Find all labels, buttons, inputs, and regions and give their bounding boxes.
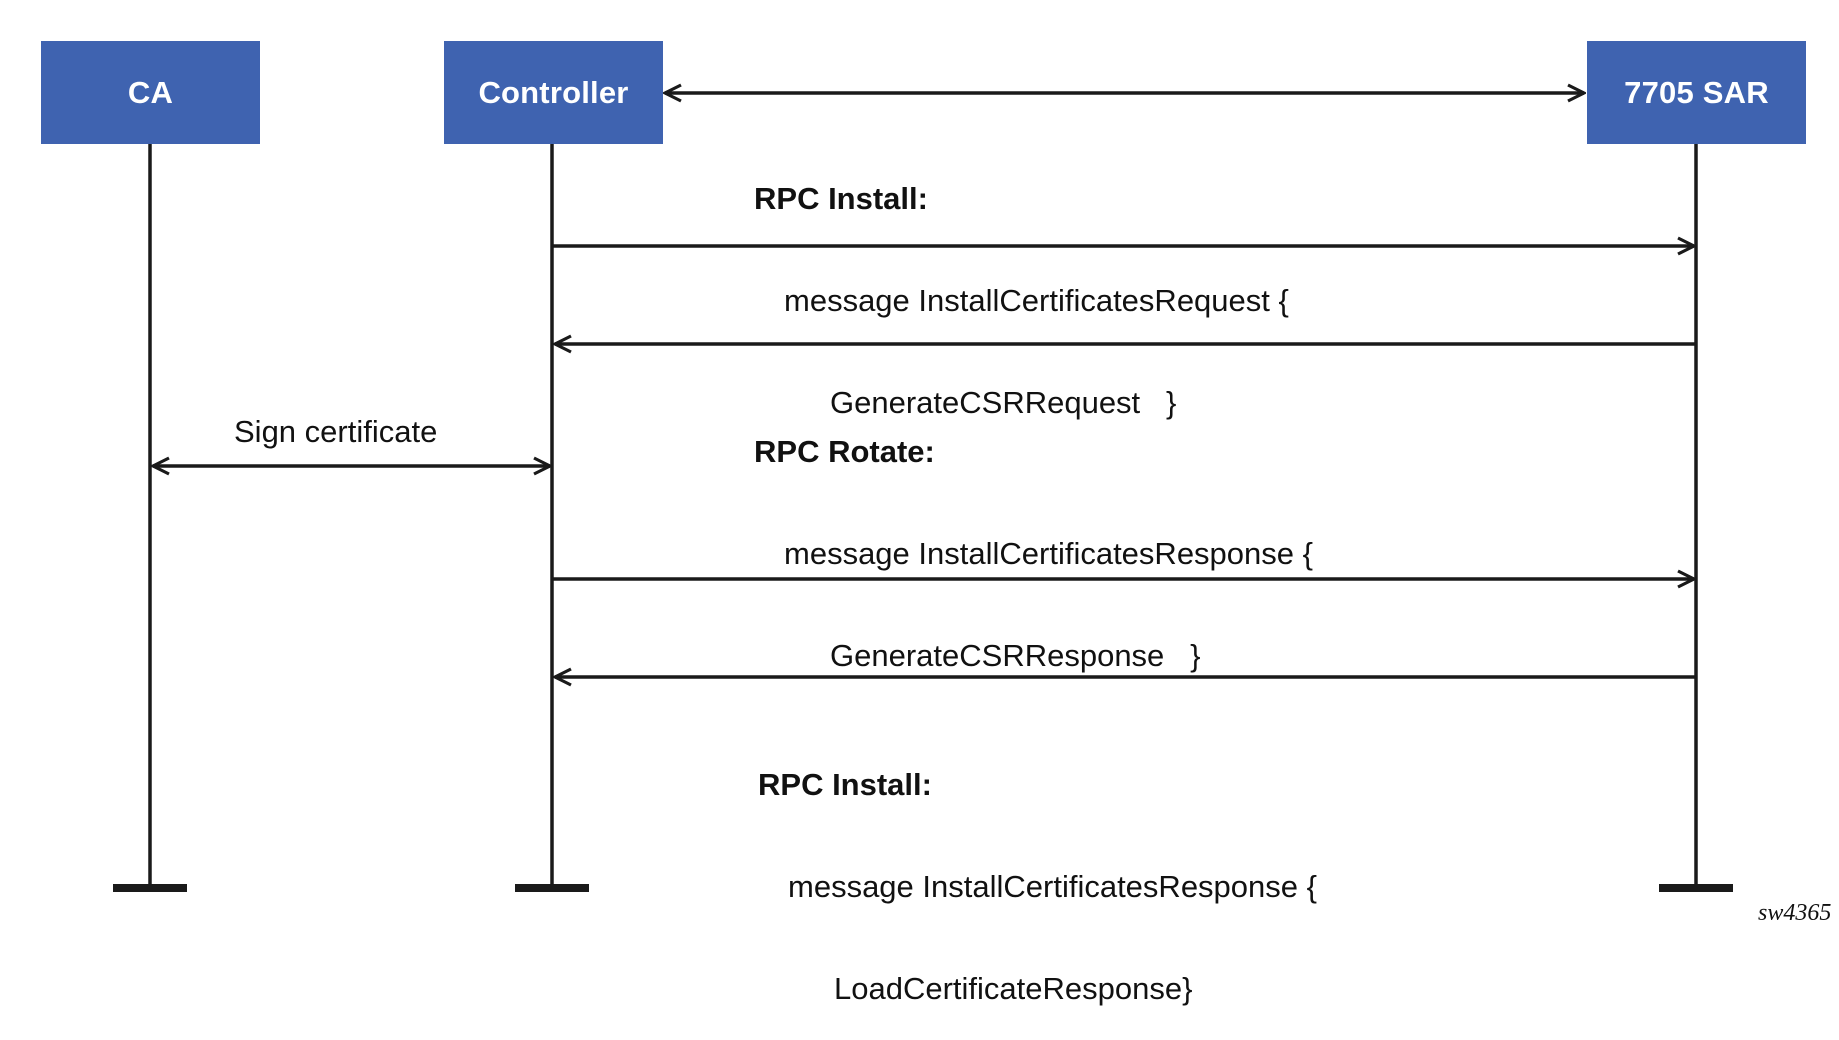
- participant-box-sar: [1587, 41, 1806, 144]
- participant-ca: CA: [41, 41, 260, 144]
- participant-box-ca: [41, 41, 260, 144]
- lifeline-end-ca: [113, 884, 187, 892]
- lifeline-end-sar: [1659, 884, 1733, 892]
- note-2-line-1: message InstallCertificatesResponse {: [784, 536, 1313, 571]
- participant-controller: Controller: [444, 41, 663, 144]
- participant-ca-label: CA: [127, 74, 174, 110]
- lifeline-end-controller: [515, 884, 589, 892]
- note-2-line-2: GenerateCSRResponse }: [830, 638, 1201, 673]
- note-1-heading: RPC Install:: [754, 181, 928, 216]
- participant-box-controller: [444, 41, 663, 144]
- participant-sar: 7705 SAR: [1587, 41, 1806, 144]
- note-3-line-2: LoadCertificateResponse}: [834, 971, 1193, 1006]
- participant-sar-label: 7705 SAR: [1624, 74, 1769, 110]
- participant-controller-label: Controller: [478, 74, 629, 110]
- note-3-line-1: message InstallCertificatesResponse {: [788, 869, 1317, 904]
- note-1-line-1: message InstallCertificatesRequest {: [784, 283, 1289, 318]
- note-rpc-install-response: RPC Install: message InstallCertificates…: [758, 700, 1317, 1040]
- note-rpc-rotate-response: RPC Rotate: message InstallCertificatesR…: [754, 367, 1313, 707]
- sign-certificate-label: Sign certificate: [234, 414, 438, 449]
- note-3-heading: RPC Install:: [758, 767, 932, 802]
- sequence-diagram: [41, 41, 1806, 892]
- note-rpc-install-request: RPC Install: message InstallCertificates…: [754, 114, 1289, 454]
- note-2-heading: RPC Rotate:: [754, 434, 935, 469]
- figure-id: sw4365: [1758, 900, 1832, 926]
- note-1-line-2: GenerateCSRRequest }: [830, 385, 1177, 420]
